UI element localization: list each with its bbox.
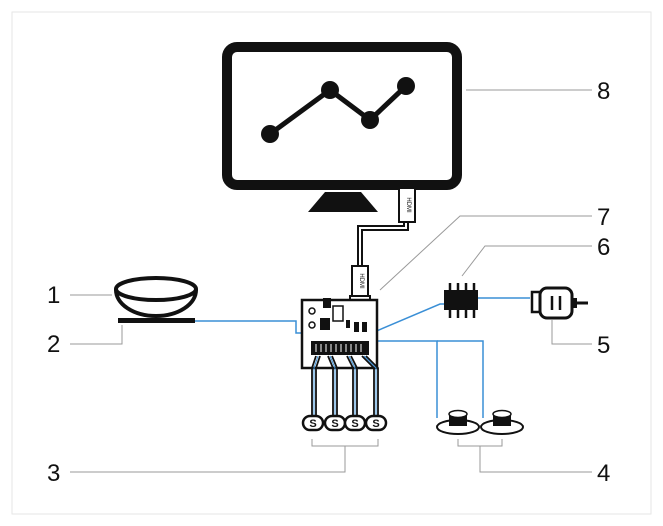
wire-scale: [195, 320, 312, 334]
hdmi-label-top: HDMI: [405, 197, 411, 213]
callout-1: 1: [47, 282, 60, 309]
callout-5: 5: [597, 332, 610, 359]
callout-6: 6: [597, 234, 610, 261]
callout-8: 8: [597, 78, 610, 105]
driver-chip: [444, 283, 478, 318]
sensor-cables: [311, 355, 379, 416]
callout-2: 2: [47, 331, 60, 358]
pin-header: [311, 341, 369, 355]
diagram-frame: [11, 11, 652, 515]
sensor-cables-blue: [313, 355, 377, 416]
graph-point: [397, 77, 415, 95]
leader-6: [461, 245, 592, 277]
monitor-stand: [308, 192, 378, 212]
hdmi-label-bottom: HDMI: [358, 273, 364, 289]
sensor-label: S: [372, 418, 379, 430]
leader-4: [457, 439, 592, 473]
sensor-label: S: [351, 418, 358, 430]
graph-line: [268, 84, 408, 137]
scale-plate: [118, 318, 195, 323]
sensor-label: S: [331, 418, 338, 430]
callout-4: 4: [597, 460, 610, 487]
sensor: S: [343, 414, 367, 432]
wire-button-2: [437, 340, 484, 418]
sensor-label: S: [309, 418, 316, 430]
push-button: [480, 409, 524, 435]
leader-lines: [70, 89, 592, 473]
dc-motor: [530, 286, 588, 320]
graph-point: [321, 81, 339, 99]
callout-7: 7: [597, 204, 610, 231]
leader-5: [551, 320, 592, 345]
graph-point: [361, 111, 379, 129]
leader-7: [379, 215, 592, 291]
leader-2: [70, 325, 123, 345]
graph-point: [261, 125, 279, 143]
hdmi-plug-top: [398, 187, 416, 223]
sensor: S: [323, 414, 347, 432]
leader-3: [70, 439, 379, 473]
monitor-screen: [222, 42, 462, 190]
push-button: [436, 409, 480, 435]
callout-3: 3: [47, 460, 60, 487]
sensor: S: [364, 414, 388, 432]
monitor: [222, 42, 462, 212]
bowl: [114, 276, 198, 318]
sensor: S: [301, 414, 325, 432]
